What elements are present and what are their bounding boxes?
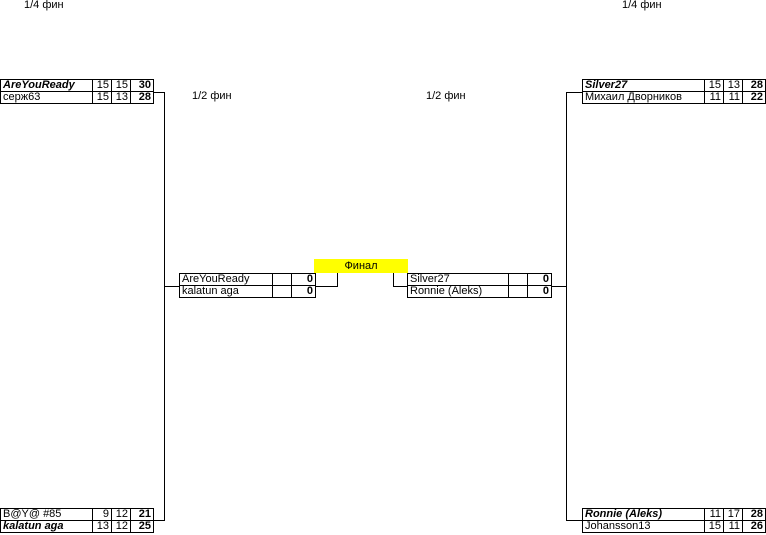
semifinal-label-right: 1/2 фин [426,90,466,102]
set-score: 11 [723,91,743,104]
table-row: Silver27 15 13 28 [582,79,766,92]
total-score: 22 [742,91,766,104]
set-score: 11 [704,508,724,521]
total-score: 28 [130,91,154,104]
final-connector-right [393,286,407,287]
total-score: 0 [527,273,552,286]
table-row: kalatun aga 13 12 25 [0,520,154,533]
total-score: 28 [742,79,766,92]
set-score: 15 [92,79,112,92]
final-banner: Финал [314,259,408,273]
bracket-connector [164,92,165,521]
total-score: 0 [291,273,316,286]
player-name: AreYouReady [179,273,273,286]
quarterfinal-match-top-left: AreYouReady 15 15 30 серж63 15 13 28 [0,79,154,104]
quarterfinal-match-bottom-right: Ronnie (Aleks) 11 17 28 Johansson13 15 1… [582,508,766,533]
table-row: AreYouReady 15 15 30 [0,79,154,92]
total-score: 26 [742,520,766,533]
set-score [508,273,528,286]
semifinal-label-left: 1/2 фин [192,90,232,102]
bracket-connector [566,520,582,521]
semifinal-match-right: Silver27 0 Ronnie (Aleks) 0 [407,273,552,298]
player-name: Silver27 [582,79,705,92]
player-name: B@Y@ #85 [0,508,93,521]
set-score: 12 [111,508,131,521]
player-name: kalatun aga [0,520,93,533]
player-name: Ronnie (Aleks) [407,285,509,298]
bracket-connector [164,286,179,287]
set-score: 9 [92,508,112,521]
final-connector-left [315,286,338,287]
table-row: kalatun aga 0 [179,285,316,298]
table-row: серж63 15 13 28 [0,91,154,104]
table-row: AreYouReady 0 [179,273,316,286]
set-score: 15 [704,79,724,92]
set-score: 13 [111,91,131,104]
set-score [272,273,292,286]
set-score [508,285,528,298]
total-score: 30 [130,79,154,92]
player-name: Silver27 [407,273,509,286]
table-row: B@Y@ #85 9 12 21 [0,508,154,521]
bracket-connector [551,286,566,287]
final-connector-right [393,273,394,286]
total-score: 0 [291,285,316,298]
quarterfinal-match-top-right: Silver27 15 13 28 Михаил Дворников 11 11… [582,79,766,104]
player-name: AreYouReady [0,79,93,92]
set-score: 17 [723,508,743,521]
table-row: Ronnie (Aleks) 0 [407,285,552,298]
player-name: Михаил Дворников [582,91,705,104]
set-score: 11 [723,520,743,533]
set-score: 15 [704,520,724,533]
player-name: Ronnie (Aleks) [582,508,705,521]
bracket-connector [153,520,164,521]
bracket-connector [566,92,582,93]
table-row: Silver27 0 [407,273,552,286]
set-score [272,285,292,298]
set-score: 13 [92,520,112,533]
final-connector-left [337,273,338,286]
table-row: Ronnie (Aleks) 11 17 28 [582,508,766,521]
bracket-connector [566,92,567,521]
quarterfinal-label-right: 1/4 фин [622,0,662,11]
set-score: 15 [92,91,112,104]
player-name: серж63 [0,91,93,104]
bracket-connector [153,92,164,93]
table-row: Михаил Дворников 11 11 22 [582,91,766,104]
semifinal-match-left: AreYouReady 0 kalatun aga 0 [179,273,316,298]
player-name: Johansson13 [582,520,705,533]
set-score: 13 [723,79,743,92]
total-score: 21 [130,508,154,521]
set-score: 12 [111,520,131,533]
total-score: 25 [130,520,154,533]
total-score: 28 [742,508,766,521]
set-score: 11 [704,91,724,104]
total-score: 0 [527,285,552,298]
quarterfinal-match-bottom-left: B@Y@ #85 9 12 21 kalatun aga 13 12 25 [0,508,154,533]
player-name: kalatun aga [179,285,273,298]
set-score: 15 [111,79,131,92]
quarterfinal-label-left: 1/4 фин [24,0,64,11]
table-row: Johansson13 15 11 26 [582,520,766,533]
